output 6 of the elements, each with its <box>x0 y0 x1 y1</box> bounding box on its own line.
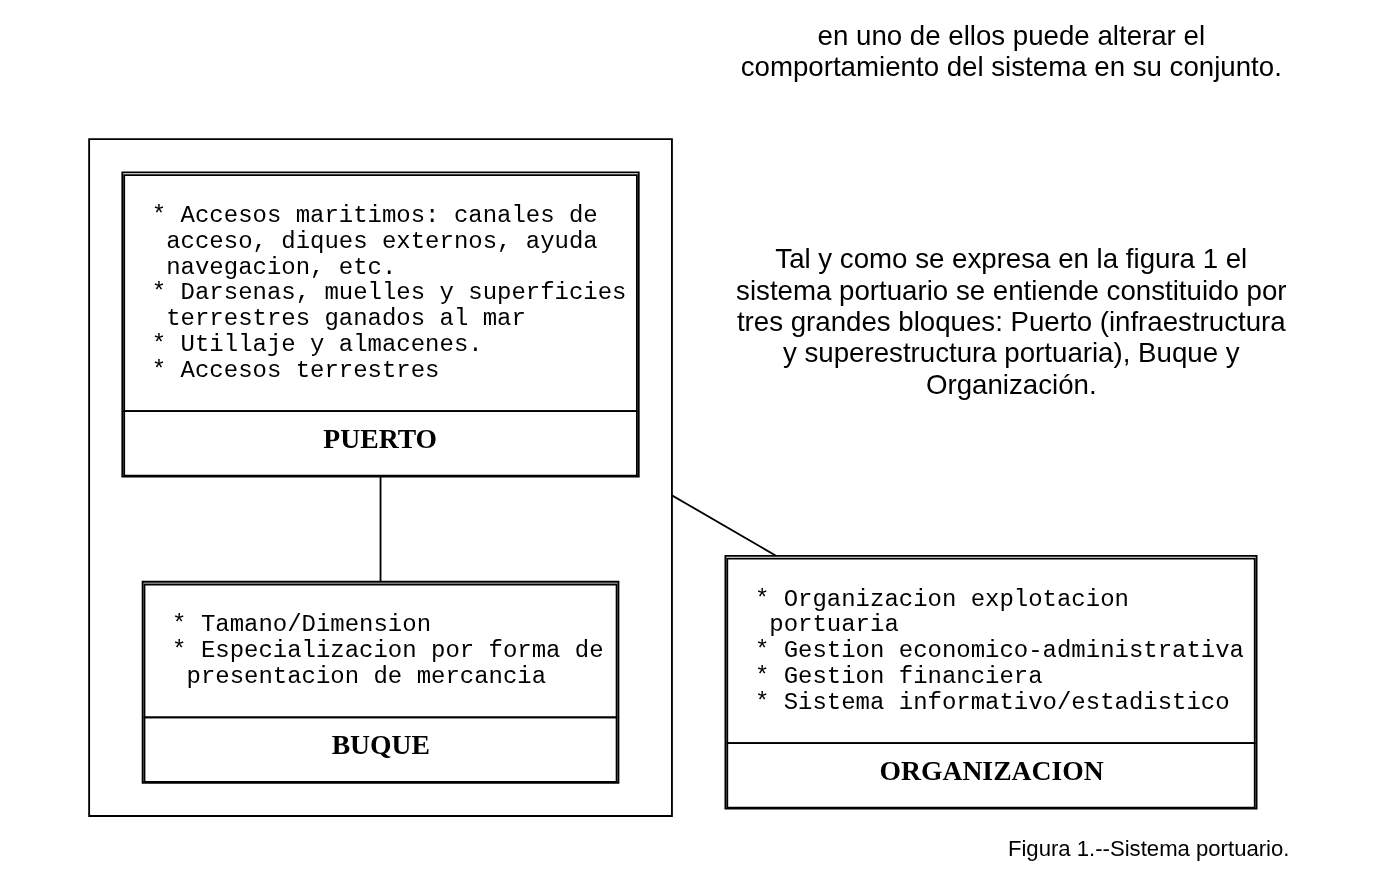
cluster <box>87 138 673 817</box>
label: en uno de ellos puede alterar el comportamiento del sistema en su conjunto. <box>740 20 1282 83</box>
connector <box>670 494 777 557</box>
connector <box>379 476 381 583</box>
label: Tal y como se expresa en la figura 1 el sistema portuario se entiende constituido por tres grandes bloques: Puerto (infraestructura y superestructura portuaria), Buque y Organización. <box>735 243 1286 400</box>
caption: Figura 1.--Sistema portuario. <box>1007 835 1289 861</box>
